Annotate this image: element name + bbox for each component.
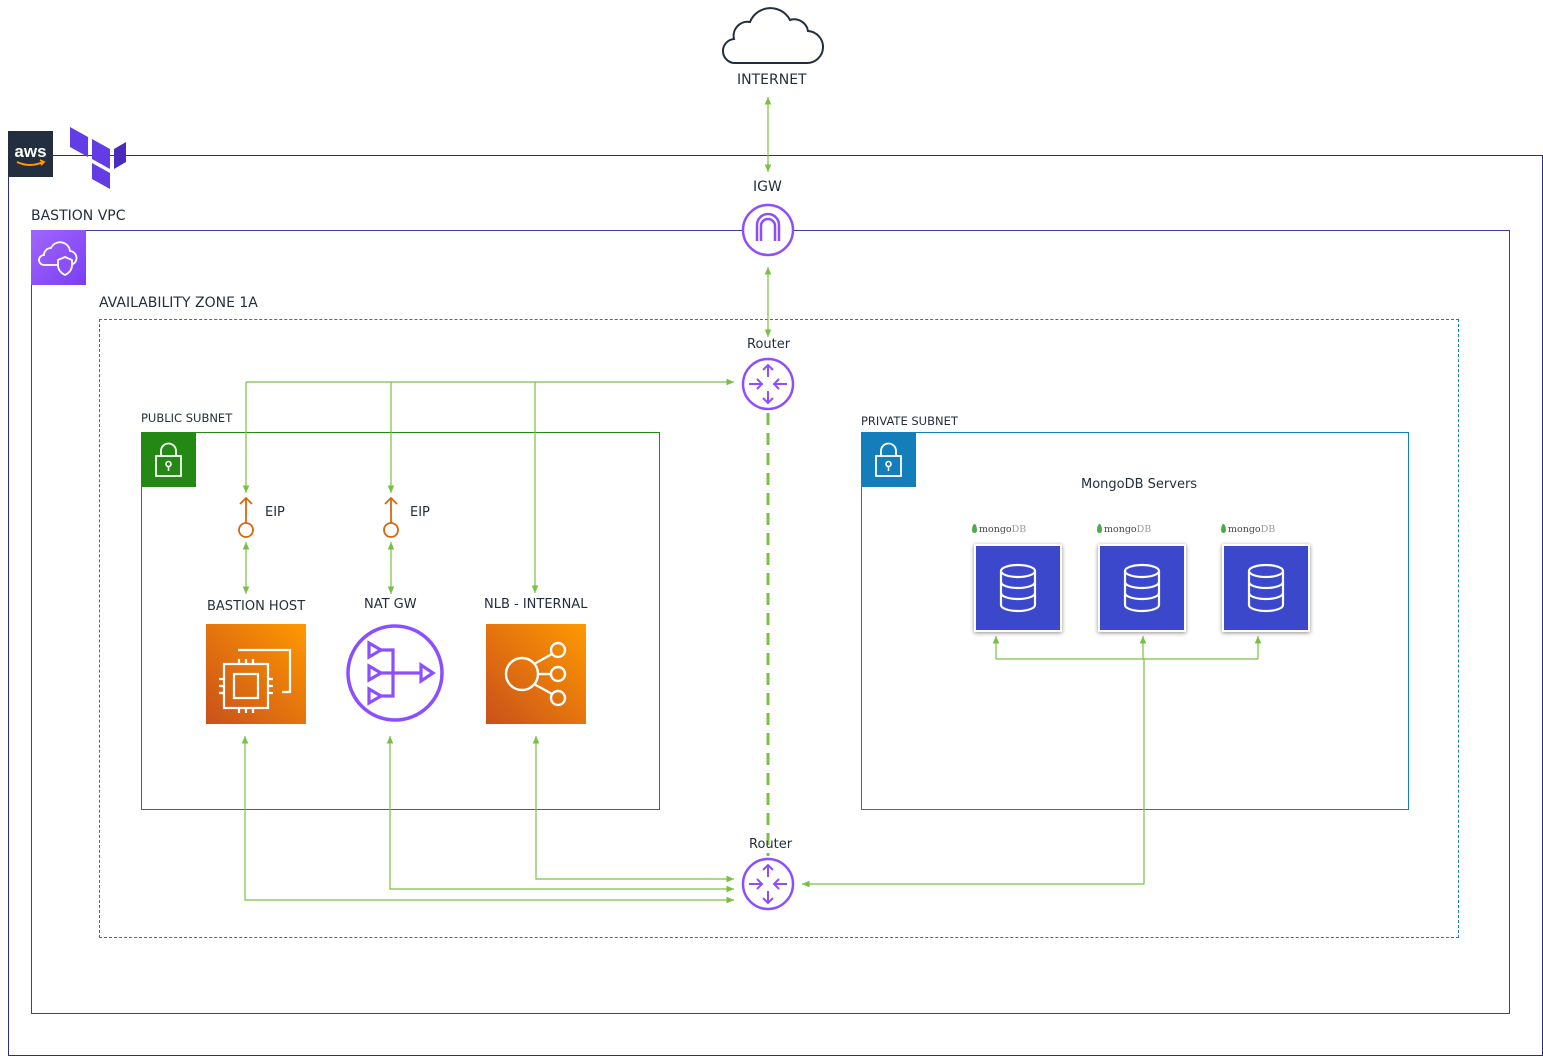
router-top-label: Router <box>747 337 791 352</box>
eip-1-label: EIP <box>265 505 285 520</box>
mongodb-servers-title: MongoDB Servers <box>1081 477 1198 492</box>
private-subnet-container <box>861 432 1409 810</box>
mongodb-tag-1: mongoDB <box>972 524 1026 535</box>
igw-label: IGW <box>753 179 782 195</box>
nlb-internal-label: NLB - INTERNAL <box>484 597 588 612</box>
availability-zone-container <box>99 319 1459 938</box>
nat-gateway-label: NAT GW <box>364 597 417 612</box>
eip-2-icon <box>381 495 401 541</box>
eip-1-icon <box>236 495 256 541</box>
public-subnet-label: PUBLIC SUBNET <box>141 411 233 425</box>
mongodb-server-2-icon <box>1098 544 1186 632</box>
ec2-bastion-host-icon <box>206 624 306 724</box>
router-bottom-label: Router <box>749 837 793 852</box>
mongodb-leaf-icon <box>1221 524 1226 533</box>
router-top-icon <box>741 357 795 411</box>
mongodb-server-1-icon <box>974 544 1062 632</box>
nat-gateway-icon <box>345 623 445 723</box>
public-subnet-lock-icon <box>141 432 196 487</box>
internet-gateway-icon <box>741 203 795 257</box>
bastion-host-label: BASTION HOST <box>207 599 306 614</box>
aws-logo: aws <box>8 131 53 177</box>
internet-label: INTERNET <box>737 72 807 88</box>
internet-cloud-icon <box>718 0 824 66</box>
router-bottom-icon <box>741 857 795 911</box>
private-subnet-lock-icon <box>861 432 916 487</box>
line-bastion-router <box>241 736 734 904</box>
mongodb-server-3-icon <box>1222 544 1310 632</box>
network-load-balancer-icon <box>486 624 586 724</box>
private-subnet-label: PRIVATE SUBNET <box>861 414 958 428</box>
mongodb-leaf-icon <box>972 524 977 533</box>
line-mongo-router <box>802 659 1145 888</box>
aws-logo-text: aws <box>14 142 46 161</box>
mongodb-tag-2: mongoDB <box>1097 524 1151 535</box>
mongodb-tag-3: mongoDB <box>1221 524 1275 535</box>
terraform-logo-icon <box>70 127 126 189</box>
eip-2-label: EIP <box>410 505 430 520</box>
vpc-label: BASTION VPC <box>31 208 126 224</box>
line-nat-router <box>386 736 734 893</box>
vpc-cloud-shield-icon <box>31 230 86 285</box>
mongodb-leaf-icon <box>1097 524 1102 533</box>
availability-zone-label: AVAILABILITY ZONE 1A <box>99 295 258 311</box>
line-nlb-router <box>532 736 734 883</box>
